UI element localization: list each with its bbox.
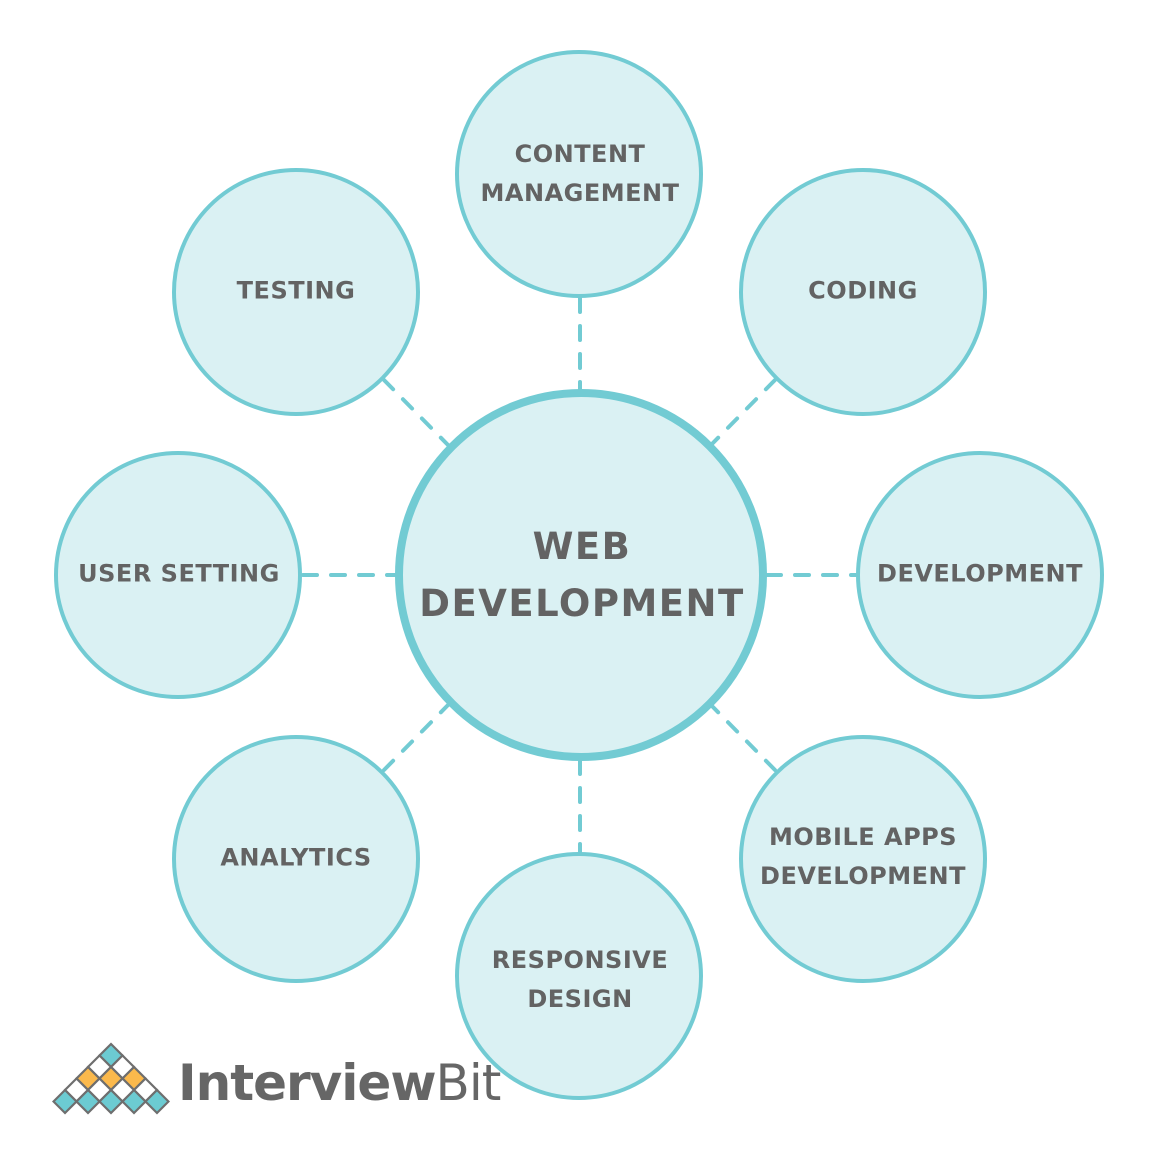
outer-nodes [54,50,1104,1100]
connectors [301,296,859,854]
node-circle-testing [172,168,420,416]
node-circle-development [856,451,1104,699]
node-label-user-setting: USER SETTING [78,555,280,594]
node-label-coding: CODING [808,272,918,311]
node-label-line: ANALYTICS [220,843,372,872]
center-label-line-2: DEVELOPMENT [419,582,745,625]
node-label-content-management: CONTENT MANAGEMENT [481,135,680,213]
connector-bottom-right [708,702,777,772]
node-label-mobile-apps-development: MOBILE APPS DEVELOPMENT [760,818,966,896]
node-label-line: CONTENT [514,140,646,168]
node-circle-mobile-apps-development [739,735,987,983]
node-circle-user-setting [54,451,302,699]
node-label-line: MOBILE APPS [768,823,958,851]
center-node-label: WEB DEVELOPMENT [419,518,745,632]
node-label-development: DEVELOPMENT [877,555,1083,594]
node-label-line: DEVELOPMENT [760,862,966,890]
node-label-analytics: ANALYTICS [220,839,371,878]
node-circle-responsive-design [455,852,703,1100]
node-label-line: TESTING [236,276,356,305]
center-label-line-1: WEB [532,525,632,568]
node-circle-coding [739,168,987,416]
interviewbit-logo: InterviewBit [52,1042,501,1118]
node-label-line: DEVELOPMENT [877,559,1083,588]
interviewbit-wordmark: InterviewBit [178,1058,501,1108]
node-label-testing: TESTING [237,272,356,311]
wordmark-interview: Interview [178,1054,437,1112]
connector-bottom-left [382,702,451,772]
node-label-line: MANAGEMENT [480,179,680,207]
node-circle-analytics [172,735,420,983]
node-label-line: CODING [808,276,918,305]
node-circle-content-management [455,50,703,298]
connector-top-right [708,378,777,448]
center-node-circle [395,389,767,761]
node-label-line: DESIGN [527,985,633,1013]
node-label-line: USER SETTING [78,559,280,588]
node-label-responsive-design: RESPONSIVE DESIGN [492,941,668,1019]
interviewbit-pyramid-icon [52,1042,170,1115]
connector-top-left [382,378,451,448]
node-label-line: RESPONSIVE [491,946,669,974]
wordmark-bit: Bit [435,1054,502,1112]
